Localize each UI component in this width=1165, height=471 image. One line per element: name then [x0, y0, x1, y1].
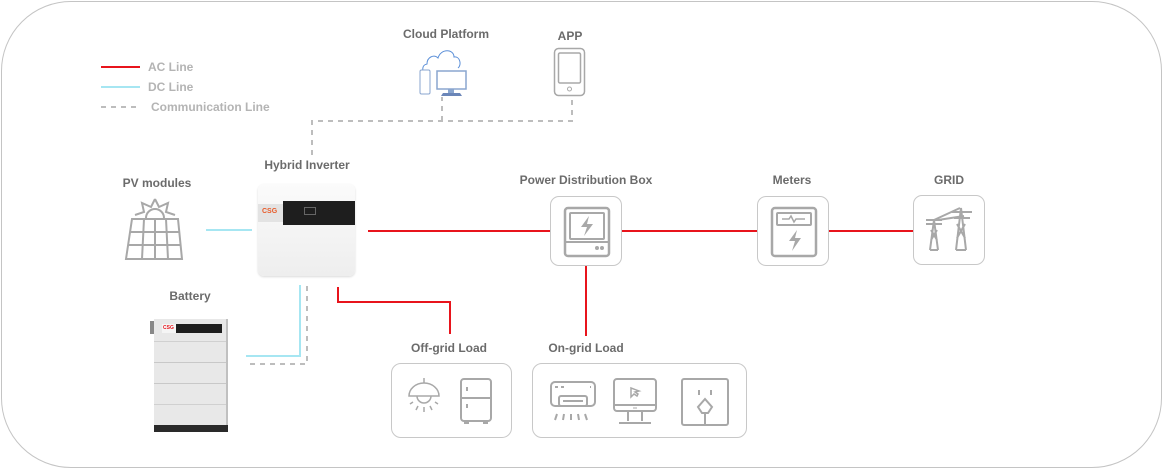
inverter-brand-logo: CSG — [262, 208, 278, 215]
communication-line-cloud-app-inverter — [311, 97, 573, 155]
grid-node — [913, 195, 985, 265]
legend-communication-line: Communication Line — [151, 100, 270, 114]
power-tower-icon — [926, 207, 972, 251]
battery-base — [154, 425, 228, 432]
cloud-platform-label: Cloud Platform — [403, 27, 489, 41]
legend-dc-line: DC Line — [148, 80, 194, 94]
air-conditioner-icon — [550, 381, 596, 421]
battery-label: Battery — [169, 289, 211, 303]
battery-display-panel — [162, 324, 222, 333]
battery-brand-logo: CSG — [163, 325, 174, 331]
off-grid-load-node — [391, 363, 512, 438]
battery-brand-panel — [162, 324, 176, 333]
battery-divider — [154, 341, 226, 342]
refrigerator-icon — [460, 378, 492, 424]
meter-icon — [770, 206, 818, 258]
app-label: APP — [557, 29, 583, 43]
on-grid-load-node — [532, 363, 747, 438]
legend-ac-line: AC Line — [148, 60, 194, 74]
meters-node — [757, 196, 829, 266]
inverter-screen — [304, 207, 316, 215]
hybrid-inverter-label: Hybrid Inverter — [264, 158, 350, 172]
phone-icon — [553, 47, 586, 97]
grid-label: GRID — [934, 173, 964, 187]
inverter-display-panel — [283, 201, 355, 225]
ac-line-inverter-offgrid — [337, 287, 451, 334]
distribution-box-icon — [563, 206, 611, 258]
power-outlet-icon — [681, 378, 729, 426]
cloud-platform-icon — [419, 50, 467, 96]
battery-divider — [154, 362, 226, 363]
battery-device: CSG — [154, 319, 228, 432]
power-distribution-box-label: Power Distribution Box — [519, 173, 653, 187]
pv-modules-label: PV modules — [122, 176, 192, 190]
meters-label: Meters — [772, 173, 812, 187]
power-distribution-box-node — [550, 196, 622, 266]
ceiling-lamp-icon — [408, 378, 440, 412]
computer-monitor-icon — [613, 378, 657, 424]
dc-line-inverter-battery — [246, 285, 301, 357]
off-grid-load-label: Off-grid Load — [411, 341, 487, 355]
on-grid-load-label: On-grid Load — [548, 341, 624, 355]
battery-divider — [154, 383, 226, 384]
inverter-brand-panel — [258, 204, 283, 222]
solar-panel-icon — [124, 198, 184, 260]
hybrid-inverter-device: CSG — [258, 184, 355, 276]
communication-line-inverter-battery — [246, 286, 308, 365]
battery-divider — [154, 404, 226, 405]
battery-handle — [150, 321, 155, 334]
